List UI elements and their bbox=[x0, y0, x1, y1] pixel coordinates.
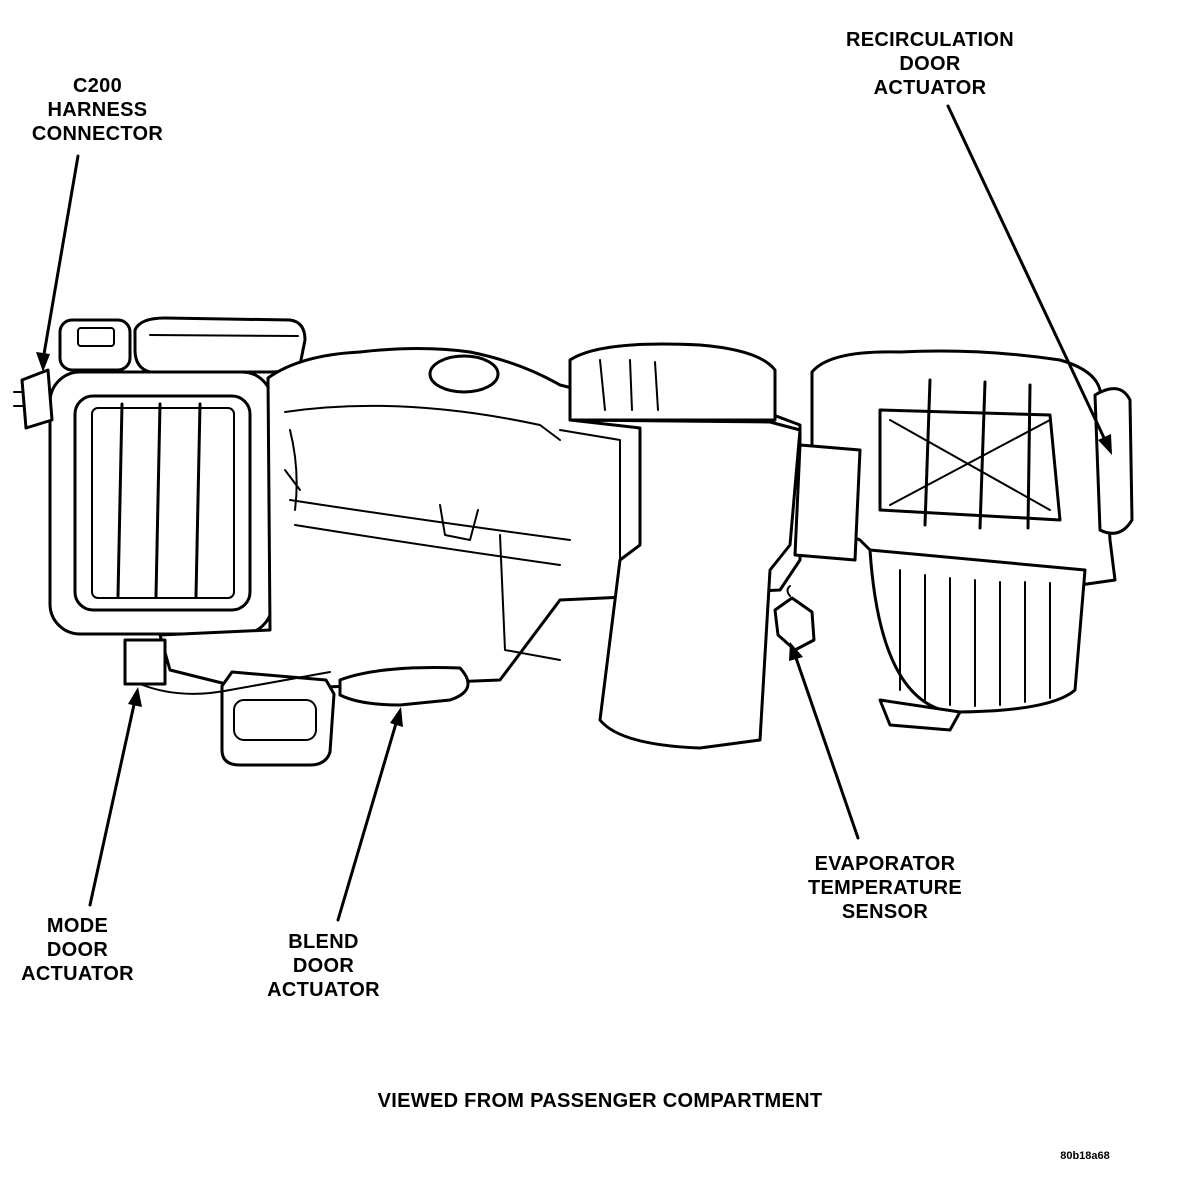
floor-outlet-duct bbox=[220, 670, 336, 767]
leader-evap bbox=[789, 642, 860, 840]
recirc-line-3: ACTUATOR bbox=[873, 77, 987, 99]
blend-line-3: ACTUATOR bbox=[267, 979, 380, 1001]
mode-line-1: MODE bbox=[46, 915, 109, 937]
mode-door-actuator-label: MODE DOOR ACTUATOR bbox=[10, 914, 145, 986]
blower-housing bbox=[793, 349, 1134, 732]
defrost-outlets bbox=[58, 316, 307, 374]
c200-harness-connector-label: C200 HARNESS CONNECTOR bbox=[20, 74, 175, 146]
view-caption: VIEWED FROM PASSENGER COMPARTMENT bbox=[377, 1090, 823, 1112]
c200-line-3: CONNECTOR bbox=[31, 123, 164, 145]
leader-blend bbox=[336, 707, 403, 922]
blend-door-actuator-label: BLEND DOOR ACTUATOR bbox=[256, 930, 391, 1002]
blend-actuator-shape bbox=[338, 666, 470, 707]
figure-code: 80b18a68 bbox=[1060, 1150, 1110, 1162]
leader-recirc bbox=[946, 104, 1112, 455]
c200-line-1: C200 bbox=[72, 75, 122, 97]
c200-line-2: HARNESS bbox=[47, 99, 148, 121]
evaporator-temperature-sensor-label: EVAPORATOR TEMPERATURE SENSOR bbox=[785, 852, 985, 924]
recirculation-door-actuator-label: RECIRCULATION DOOR ACTUATOR bbox=[820, 28, 1040, 100]
evap-sensor-shape bbox=[773, 585, 816, 652]
evap-line-1: EVAPORATOR bbox=[814, 853, 956, 875]
mode-actuator-shape bbox=[123, 638, 331, 695]
recirc-line-1: RECIRCULATION bbox=[846, 29, 1014, 51]
evap-line-2: TEMPERATURE bbox=[807, 877, 963, 899]
evaporator-case bbox=[559, 342, 802, 750]
recirc-line-2: DOOR bbox=[899, 53, 961, 75]
mode-line-3: ACTUATOR bbox=[21, 963, 134, 985]
panel-outlet-duct bbox=[48, 370, 274, 636]
evap-line-3: SENSOR bbox=[841, 901, 929, 923]
mode-line-2: DOOR bbox=[46, 939, 109, 961]
c200-connector-shape bbox=[13, 368, 54, 430]
blend-line-1: BLEND bbox=[288, 931, 359, 953]
leader-c200 bbox=[36, 154, 80, 372]
blend-line-2: DOOR bbox=[292, 955, 355, 977]
leader-mode bbox=[88, 687, 142, 907]
